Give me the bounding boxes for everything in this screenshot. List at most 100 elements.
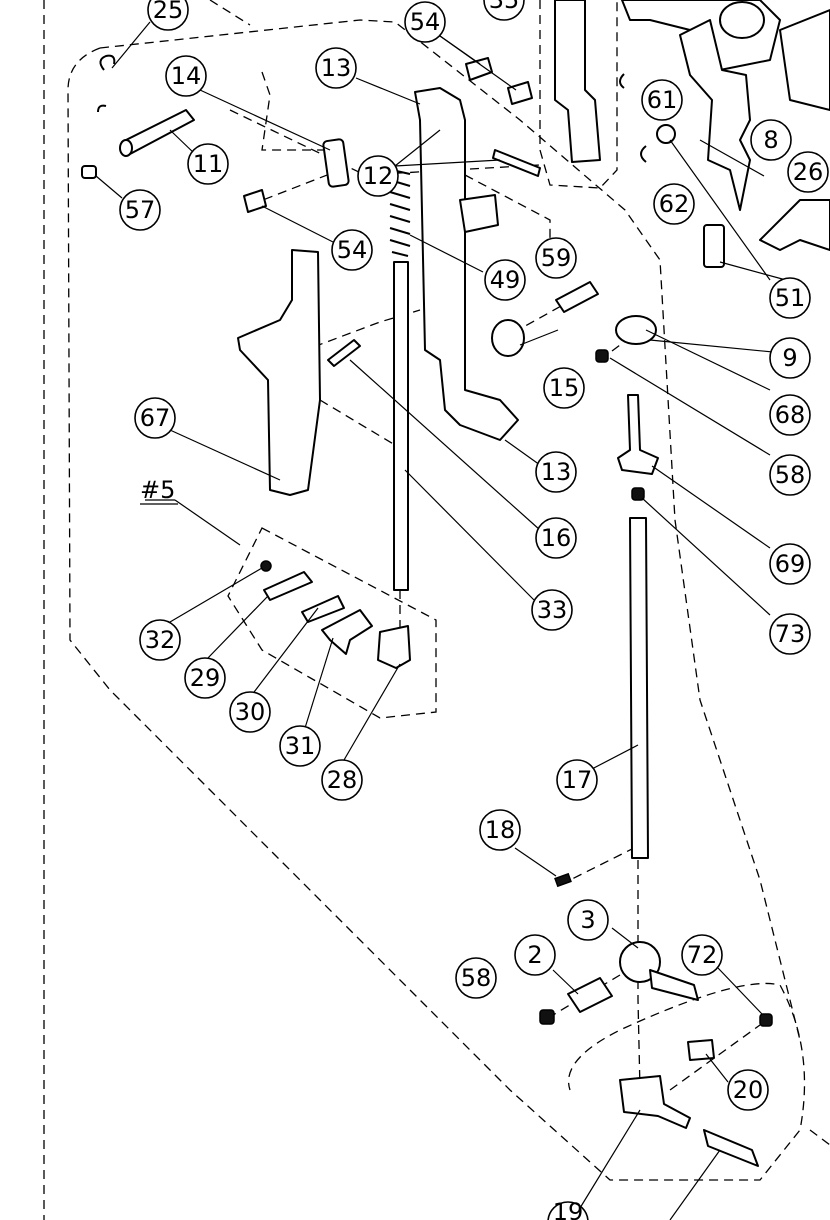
- callout-72: 72: [681, 934, 723, 976]
- part-54-screw-a: [465, 57, 493, 81]
- callout-62: 62: [653, 183, 695, 225]
- callout-54-top: 54: [404, 1, 446, 43]
- part-20: [687, 1039, 715, 1061]
- part-3-arm: [649, 969, 699, 1001]
- callout-61: 61: [641, 79, 683, 121]
- part-small-clip: [97, 104, 107, 113]
- part-62-clip: [640, 145, 647, 163]
- svg-text:32: 32: [145, 626, 176, 654]
- part-19-pin: [703, 1129, 759, 1167]
- callout-17: 17: [556, 759, 598, 801]
- svg-text:57: 57: [125, 196, 156, 224]
- callout-28: 28: [321, 759, 363, 801]
- svg-text:3: 3: [580, 906, 595, 934]
- svg-text:58: 58: [461, 964, 492, 992]
- callout-51: 51: [769, 277, 811, 319]
- svg-text:11: 11: [193, 150, 224, 178]
- callout-57: 57: [119, 189, 161, 231]
- svg-text:29: 29: [190, 664, 221, 692]
- callout-14: 14: [165, 55, 207, 97]
- svg-text:30: 30: [235, 698, 266, 726]
- part-right-plate: [779, 9, 830, 111]
- callouts: 25 35 54 13 14 11 57 12 54 49 59 15 13 6…: [119, 0, 829, 1220]
- callout-9: 9: [769, 337, 811, 379]
- part-58-screw-upper: [595, 349, 609, 363]
- svg-text:14: 14: [171, 62, 202, 90]
- callout-19: 19: [547, 1198, 589, 1220]
- part-54-screw-b: [507, 81, 533, 105]
- part-2-bushing: [567, 977, 613, 1013]
- part-18-pin: [554, 872, 572, 888]
- svg-text:28: 28: [327, 766, 358, 794]
- svg-text:26: 26: [793, 158, 824, 186]
- part-33-shaft: [393, 261, 409, 591]
- part-31: [321, 609, 373, 655]
- part-35-column: [554, 0, 601, 163]
- part-68-collar: [615, 315, 657, 345]
- part-19-block: [619, 1075, 691, 1129]
- group-5-boundary: [227, 527, 437, 719]
- callout-35: 35: [483, 0, 525, 21]
- svg-text:13: 13: [541, 458, 572, 486]
- part-8-lever: [679, 19, 751, 211]
- part-13-block: [459, 194, 499, 233]
- inner-dashed-14: [261, 71, 330, 151]
- part-32: [260, 560, 272, 572]
- part-54-screw-left: [243, 189, 267, 213]
- part-washer: [656, 124, 676, 144]
- main-group-boundary-right: [99, 19, 801, 1041]
- callout-49: 49: [484, 259, 526, 301]
- callout-31: 31: [279, 725, 321, 767]
- svg-text:49: 49: [490, 266, 521, 294]
- top-dashed-25: [209, 0, 251, 26]
- part-57: [81, 165, 97, 179]
- svg-text:54: 54: [410, 8, 441, 36]
- callout-16: 16: [535, 517, 577, 559]
- callout-69: 69: [769, 543, 811, 585]
- callout-18: 18: [479, 809, 521, 851]
- svg-text:17: 17: [562, 766, 593, 794]
- callout-3: 3: [567, 899, 609, 941]
- callout-25: 25: [147, 0, 189, 31]
- callout-26: 26: [787, 151, 829, 193]
- part-73-screw: [631, 487, 645, 501]
- callout-59: 59: [535, 237, 577, 279]
- part-26-handle: [759, 199, 830, 251]
- pin-axis-12: [229, 109, 541, 176]
- svg-text:58: 58: [775, 461, 806, 489]
- svg-text:8: 8: [763, 126, 778, 154]
- callout-13-mid: 13: [535, 451, 577, 493]
- svg-text:72: 72: [687, 941, 718, 969]
- axis-17-3: [637, 860, 641, 1091]
- part-67-guide: [237, 249, 321, 496]
- callout-33: 33: [531, 589, 573, 631]
- axis-67: [319, 399, 396, 446]
- group-5-label: #5: [140, 476, 175, 504]
- part-13-bracket: [414, 87, 519, 441]
- callout-54-mid: 54: [331, 229, 373, 271]
- callout-68: 68: [769, 394, 811, 436]
- part-gear: [719, 1, 765, 39]
- axis-18-17: [559, 844, 641, 886]
- svg-text:69: 69: [775, 550, 806, 578]
- svg-text:35: 35: [489, 0, 520, 14]
- svg-text:33: 33: [537, 596, 568, 624]
- part-61-clip: [619, 73, 625, 89]
- svg-text:2: 2: [527, 941, 542, 969]
- part-28: [377, 625, 411, 669]
- part-59-screw: [555, 281, 599, 313]
- part-72-screw: [759, 1013, 773, 1027]
- part-69: [617, 394, 659, 475]
- callout-11: 11: [187, 143, 229, 185]
- svg-text:67: 67: [140, 404, 171, 432]
- part-29: [263, 571, 313, 601]
- callout-29: 29: [184, 657, 226, 699]
- parts: [81, 0, 830, 1167]
- svg-text:19: 19: [553, 1198, 584, 1220]
- svg-text:15: 15: [549, 374, 580, 402]
- part-25-clip: [99, 54, 116, 71]
- callout-12: 12: [357, 155, 399, 197]
- svg-text:61: 61: [647, 86, 678, 114]
- svg-text:20: 20: [733, 1076, 764, 1104]
